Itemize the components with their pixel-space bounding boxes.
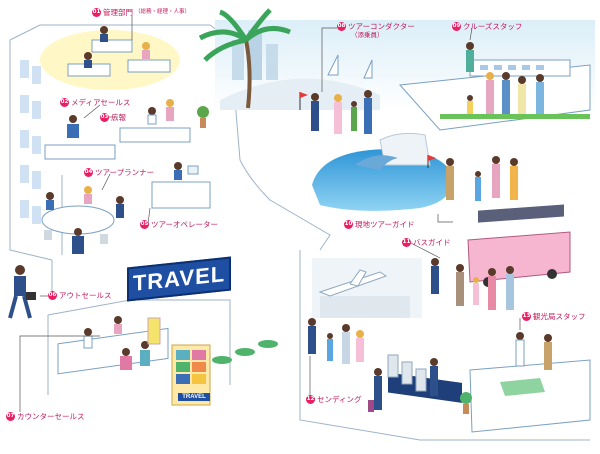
label-text: メディアセールス [71,98,131,107]
label-text: 広報 [111,113,126,122]
label-bus-guide: 11 バスガイド [402,238,451,247]
airport-area [312,258,422,318]
label-text: アウトセールス [59,291,112,300]
out-sales-person [8,265,36,319]
label-local-guide: 10 現地ツアーガイド [344,220,415,229]
label-tour-planner: 04 ツアープランナー [84,168,154,177]
label-text: クルーズスタッフ [463,22,523,31]
label-number: 10 [344,220,353,229]
label-out-sales: 06 アウトセールス [48,291,112,300]
dolphin [355,155,398,170]
label-counter-sales: 07 カウンターセールス [6,412,85,421]
cruise-passengers [440,42,590,119]
label-subtext: （添乗員） [351,31,384,39]
label-number: 07 [6,412,15,421]
label-text: ツアーコンダクター [348,22,415,31]
label-number: 02 [60,98,69,107]
label-leader-lines [19,16,521,412]
label-text: 現地ツアーガイド [355,220,415,229]
planters [212,340,278,364]
label-number: 12 [306,395,315,404]
tour-planner-meeting [41,186,124,254]
label-tour-operator: 05 ツアーオペレーター [140,220,218,229]
label-text: カウンターセールス [17,412,85,421]
label-text: 観光局スタッフ [533,312,586,321]
label-number: 09 [452,22,461,31]
label-number: 06 [48,291,57,300]
bus-guide-group [431,258,514,310]
management-office [40,26,180,90]
label-number: 13 [522,312,531,321]
lagoon [312,132,452,211]
sending-group [308,318,438,412]
label-tourism-office-staff: 13 観光局スタッフ [522,312,586,321]
label-number: 04 [84,168,93,177]
label-tour-conductor: 08 ツアーコンダクター （添乗員） [337,22,415,40]
label-pr: 03 広報 [100,113,126,122]
label-number: 11 [402,238,411,247]
section-curves [299,250,590,441]
label-sending: 12 センディング [306,395,361,404]
label-text: センディング [317,395,362,404]
label-number: 08 [337,22,346,31]
label-main: 08 ツアーコンダクター [337,22,415,31]
label-number: 03 [100,113,109,122]
counter-desk [57,316,169,375]
brochure-rack-label: TRAVEL [178,393,210,401]
label-number: 05 [140,220,149,229]
tourism-office [460,332,591,433]
label-subtext: （総務・経理・人事） [135,9,191,15]
palm-tree [198,8,291,109]
label-text: ツアープランナー [95,168,155,177]
building-windows [20,60,41,224]
airplane [318,269,388,297]
gates [387,354,427,392]
local-guide-group [427,155,518,201]
label-text: ツアーオペレーター [151,220,219,229]
label-cruise-staff: 09 クルーズスタッフ [452,22,522,31]
tour-conductor-group [299,90,372,134]
media-pr-office [44,99,209,160]
counter-sales-area [47,299,231,395]
label-management: 01 管理部門 （総務・経理・人事） [92,8,190,17]
tour-operator-desk [151,162,211,209]
label-media-sales: 02 メディアセールス [60,98,130,107]
label-text: 管理部門 [103,8,133,17]
label-text: バスガイド [413,238,451,247]
tour-bus [467,204,571,287]
sailboats [327,54,373,79]
label-number: 01 [92,8,101,17]
